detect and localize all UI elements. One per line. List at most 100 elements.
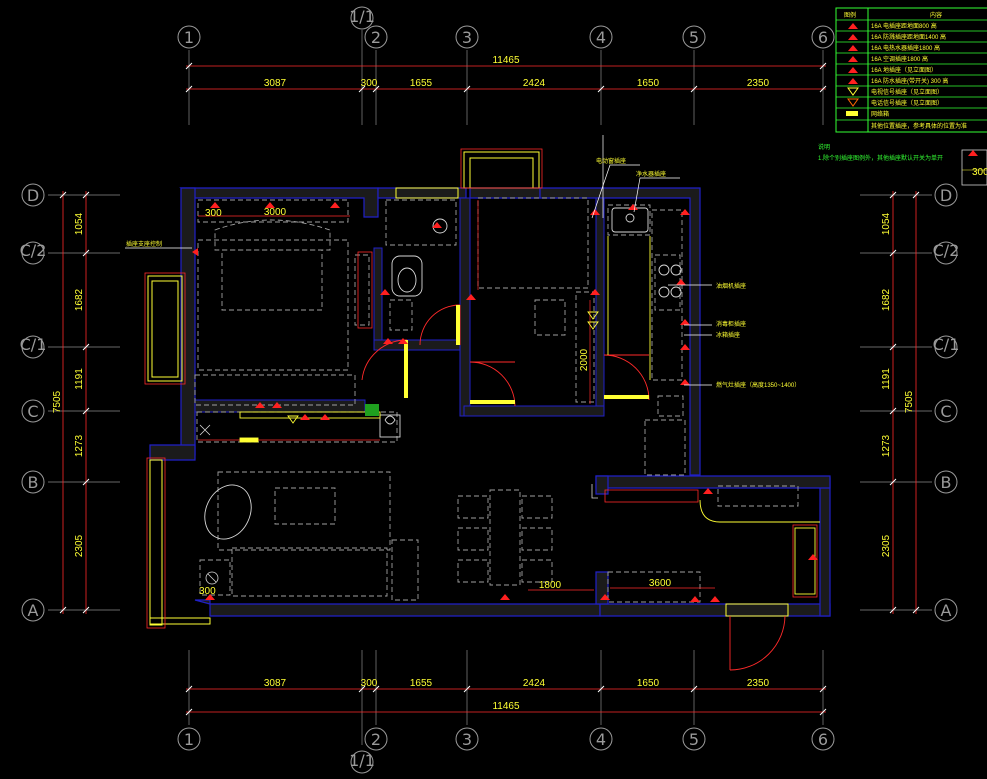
grid-row-label-d: D [27,186,39,205]
dim-total-bottom: 11465 [492,701,520,712]
callout-kitchen-3: 冰箱插座 [716,331,740,339]
dim-left-2: 1682 [74,288,85,311]
grid-row-label-c2-right: C/2 [933,241,960,260]
grid-bubbles-left [21,183,45,622]
room-dim-kitchen: 2000 [579,348,590,371]
legend-row-10: 其他位置插座，参考具体的位置为准 [871,122,967,130]
grid-row-label-c1: C/1 [20,335,47,354]
dim-top-1: 3087 [264,78,287,89]
legend-table: 图例 内容 16A 电插座距地面800 高 16A 防溅插座距地面1400 高 … [818,7,987,186]
exterior-walls [149,187,831,617]
dim-bottom-2: 300 [361,678,378,689]
callout-kitchen-2: 消毒柜插座 [716,320,746,328]
grid-row-label-c-right: C [940,402,951,421]
grid-col-label-2: 2 [371,28,381,47]
legend-symbols [846,23,859,116]
grid-bubbles-right [934,183,958,622]
grid-row-label-c1-right: C/1 [933,335,960,354]
legend-header-content: 内容 [930,11,942,19]
dim-right-3: 1191 [881,368,892,390]
room-dim-living: 300 [199,586,216,597]
legend-note-text: 1.除个别插座图例外，其他插座默认开关为单开 [818,154,943,162]
room-dim-bedroom-left: 300 [205,208,222,219]
legend-note-title: 说明 [818,143,830,151]
dim-left-1: 1054 [74,212,85,235]
dim-right-1: 1054 [881,212,892,235]
grid-col-label-3-bottom: 3 [462,730,472,749]
grid-col-label-1-1: 1/1 [349,7,375,26]
legend-row-4: 16A 空调插座1800 高 [871,55,928,63]
room-dimension-lines [198,200,715,591]
grid-row-label-c: C [27,402,38,421]
legend-detail-sketch: 300 [961,149,987,186]
callout-left-top: 插座支座控制 [126,240,162,248]
dim-top-6: 2350 [747,78,770,89]
grid-row-label-a: A [28,601,39,620]
dim-bottom-5: 1650 [637,678,660,689]
legend-header-symbol: 图例 [844,11,856,19]
grid-col-label-1: 1 [184,28,194,47]
grid-col-label-2-bottom: 2 [371,730,381,749]
dim-left-4: 1273 [74,434,85,457]
cabinetry [239,236,820,595]
dim-top-3: 1655 [410,78,433,89]
callout-kitchen-1: 油烟机插座 [716,282,746,290]
legend-row-6: 16A 防水插座(带开关) 300 高 [871,77,948,85]
dim-right-2: 1682 [881,288,892,311]
legend-row-2: 16A 防溅插座距地面1400 高 [871,33,946,41]
legend-row-3: 16A 电热水器插座1800 高 [871,44,940,52]
window-frames-red [144,148,543,629]
switch-boxes [365,404,379,416]
callout-kitchen-4: 燃气灶插座（高度1350~1400） [716,381,800,389]
dimension-ticks [59,62,920,716]
callout-kitchen-top: 电动窗插座 [596,157,626,165]
grid-col-label-1-bottom: 1 [184,730,194,749]
grid-row-label-a-right: A [941,601,952,620]
callout-leaders [125,135,712,386]
grid-col-label-3: 3 [462,28,472,47]
grid-col-label-4-bottom: 4 [596,730,606,749]
grid-row-label-b-right: B [941,473,952,492]
grid-col-label-5: 5 [689,28,699,47]
dim-top-2: 300 [361,78,378,89]
grid-col-label-6: 6 [818,28,828,47]
legend-detail-dim: 300 [972,167,987,178]
dim-bottom-1: 3087 [264,678,287,689]
grid-bubbles-top [177,6,835,49]
cabinet-red-outline [357,251,818,598]
room-dim-bedroom: 3000 [264,207,287,218]
room-dim-balcony: 3600 [649,578,672,589]
outlet-symbols [192,202,818,602]
dimension-lines [62,65,917,713]
outlet-markers-yellow [239,311,599,443]
grid-col-label-5-bottom: 5 [689,730,699,749]
dim-left-5: 2305 [74,534,85,557]
grid-col-label-6-bottom: 6 [818,730,828,749]
dim-top-5: 1650 [637,78,660,89]
grid-bubbles-bottom [177,727,835,774]
room-dim-dining: 1800 [539,580,562,591]
legend-row-1: 16A 电插座距地面800 高 [871,22,937,30]
furniture [194,197,799,603]
callout-kitchen-top2: 净水器插座 [636,170,666,178]
fixtures [204,207,682,540]
interior-walls [194,197,605,417]
door-jambs [404,305,649,404]
dim-right-5: 2305 [881,534,892,557]
dim-total-right: 7505 [904,390,915,413]
dim-top-4: 2424 [523,78,546,89]
grid-col-label-4: 4 [596,28,606,47]
dim-left-3: 1191 [74,368,85,390]
misc-marks [199,424,598,585]
grid-row-label-b: B [28,473,39,492]
grid-row-label-c2: C/2 [20,241,47,260]
dim-total-left: 7505 [52,390,63,413]
legend-row-9: 网络箱 [871,110,889,118]
dim-right-4: 1273 [881,434,892,457]
legend-row-7: 电视信号插座（见立面图） [871,88,943,96]
grid-col-label-1-1-bottom: 1/1 [349,751,375,770]
legend-row-8: 电话信号插座（见立面图） [871,99,943,107]
dim-bottom-4: 2424 [523,678,546,689]
dim-total-top: 11465 [492,55,520,66]
